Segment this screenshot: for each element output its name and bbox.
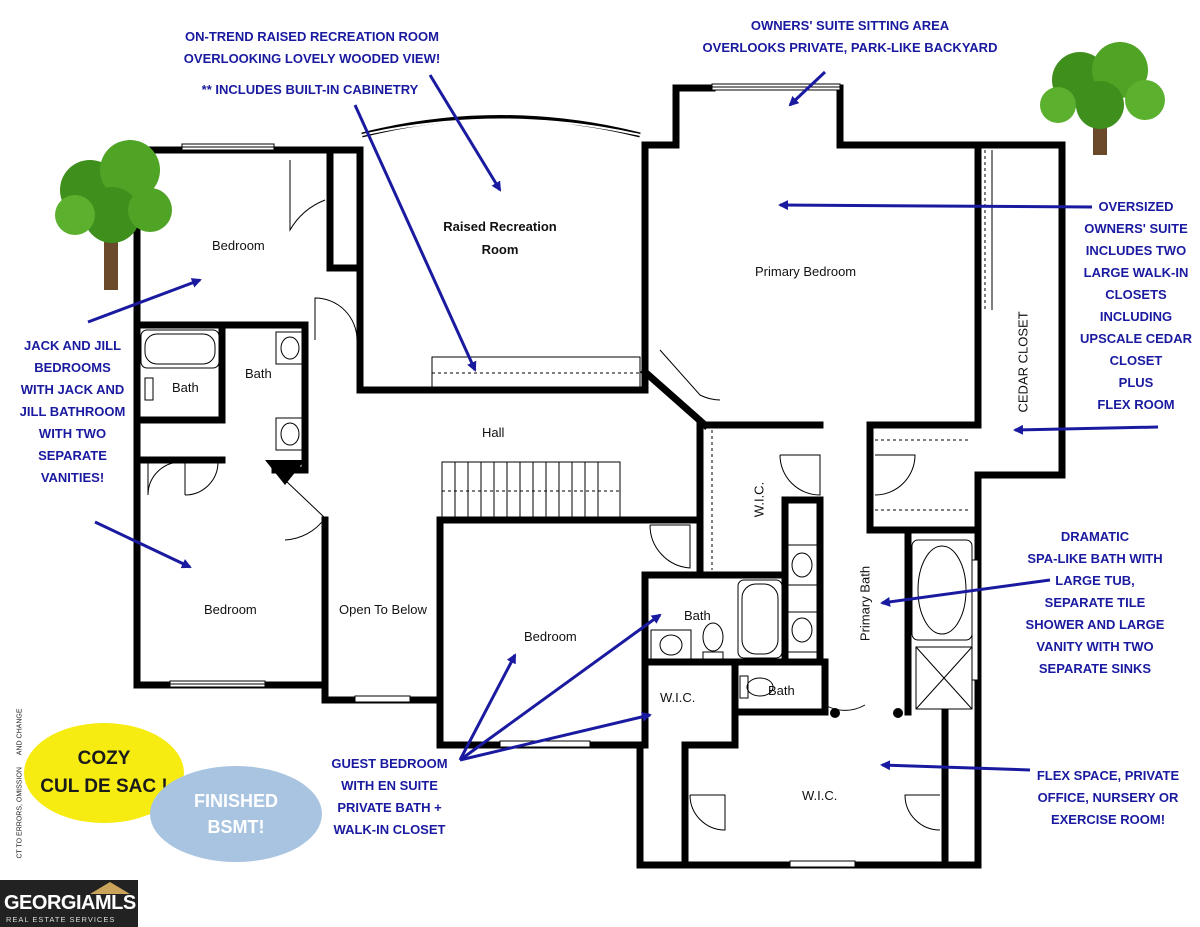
disclaimer-part: CT TO ERRORS, OMISSION	[16, 767, 24, 859]
annotation-line: LARGE TUB,	[1055, 573, 1135, 588]
room-label-bedroom-sw: Bedroom	[204, 602, 257, 617]
annotation-line: DRAMATIC	[1060, 529, 1130, 544]
recreation-line-2: Room	[481, 242, 519, 257]
annotation-line: LARGE WALK-IN	[1083, 265, 1189, 280]
annotation-line: JACK AND JILL	[23, 338, 122, 353]
room-label-wic-1: W.I.C.	[751, 481, 767, 518]
annotation-line: EXERCISE ROOM!	[1050, 812, 1166, 827]
annotation-line: CLOSETS	[1105, 287, 1167, 302]
annotation-line: FLEX SPACE, PRIVATE	[1036, 768, 1180, 783]
post-2	[893, 708, 903, 718]
annotation-line: PRIVATE BATH +	[337, 800, 442, 815]
annotation-line: INCLUDING	[1099, 309, 1173, 324]
logo-brand: GEORGIAMLS	[4, 892, 136, 914]
logo-subtitle: REAL ESTATE SERVICES	[6, 915, 116, 924]
disclaimer-part: AND CHANGE	[16, 708, 24, 756]
annotation-line: BEDROOMS	[34, 360, 111, 375]
annotation-line: SEPARATE	[38, 448, 107, 463]
disclaimer-text: CT TO ERRORS, OMISSION AND CHANGE	[17, 709, 24, 859]
room-label-wic-2: W.I.C.	[660, 690, 696, 705]
post-1	[830, 708, 840, 718]
annotation-line: WITH TWO	[38, 426, 107, 441]
annotation-line: VANITY WITH TWO	[1036, 639, 1154, 654]
annotation-line: OWNERS' SUITE	[1084, 221, 1188, 236]
georgia-mls-logo: GEORGIAMLS REAL ESTATE SERVICES	[0, 880, 138, 927]
annotation-line: OVERLOOKING LOVELY WOODED VIEW!	[183, 51, 441, 66]
annotation-line: INCLUDES TWO	[1085, 243, 1187, 258]
room-label-bedroom-nw: Bedroom	[212, 238, 265, 253]
annotation-recreation: ON-TREND RAISED RECREATION ROOM OVERLOOK…	[172, 26, 452, 70]
room-label-hall: Hall	[482, 425, 505, 440]
annotation-line: FLEX ROOM	[1097, 397, 1175, 412]
annotation-line: PLUS	[1118, 375, 1154, 390]
annotation-line: WALK-IN CLOSET	[333, 822, 446, 837]
room-label-recreation: Raised Recreation Room	[430, 215, 570, 261]
badge-line: CUL DE SAC !	[40, 776, 168, 797]
room-label-bath-2: Bath	[245, 366, 272, 381]
wall-wedge	[265, 460, 305, 485]
annotation-line: SEPARATE TILE	[1044, 595, 1146, 610]
room-label-bath-4: Bath	[768, 683, 795, 698]
room-label-primary-bedroom: Primary Bedroom	[755, 264, 857, 279]
annotation-sitting-area: OWNERS' SUITE SITTING AREA OVERLOOKS PRI…	[690, 15, 1010, 59]
tree-icon-right	[1040, 42, 1165, 155]
annotation-line: UPSCALE CEDAR	[1080, 331, 1192, 346]
annotation-arrows	[87, 70, 1159, 772]
room-label-wic-3: W.I.C.	[802, 788, 838, 803]
fixtures	[140, 83, 993, 868]
room-label-bedroom-s: Bedroom	[524, 629, 577, 644]
annotation-line: SHOWER AND LARGE	[1025, 617, 1165, 632]
annotation-flex-space: FLEX SPACE, PRIVATE OFFICE, NURSERY OR E…	[1028, 765, 1188, 831]
annotation-line: ON-TREND RAISED RECREATION ROOM	[185, 29, 439, 44]
annotation-line: GUEST BEDROOM	[331, 756, 448, 771]
annotation-line: OVERLOOKS PRIVATE, PARK-LIKE BACKYARD	[702, 40, 998, 55]
recreation-line-1: Raised Recreation	[443, 219, 557, 234]
tree-icon-left	[55, 140, 172, 290]
annotation-line: OFFICE, NURSERY OR	[1037, 790, 1179, 805]
badge-line: FINISHED	[193, 791, 278, 811]
room-label-cedar-closet: CEDAR CLOSET	[1015, 311, 1031, 413]
annotation-cabinetry: ** INCLUDES BUILT-IN CABINETRY	[201, 82, 419, 97]
badge-line: BSMT!	[207, 817, 265, 837]
annotation-spa-bath: DRAMATIC SPA-LIKE BATH WITH LARGE TUB, S…	[1010, 526, 1180, 680]
annotation-line: WITH JACK AND	[20, 382, 125, 397]
room-label-primary-bath: Primary Bath	[857, 565, 873, 642]
annotation-jack-jill: JACK AND JILL BEDROOMS WITH JACK AND JIL…	[10, 335, 135, 489]
annotation-guest-bedroom: GUEST BEDROOM WITH EN SUITE PRIVATE BATH…	[322, 753, 457, 841]
annotation-line: CLOSET	[1109, 353, 1163, 368]
room-label-bath-3: Bath	[684, 608, 711, 623]
room-label-bath-1: Bath	[172, 380, 199, 395]
badge-line: COZY	[77, 748, 131, 769]
annotation-line: VANITIES!	[40, 470, 105, 485]
annotation-line: JILL BATHROOM	[19, 404, 126, 419]
room-label-open-to-below: Open To Below	[339, 602, 427, 617]
annotation-line: OVERSIZED	[1098, 199, 1174, 214]
roof-icon	[90, 882, 130, 894]
annotation-owners-suite: OVERSIZED OWNERS' SUITE INCLUDES TWO LAR…	[1078, 196, 1194, 416]
annotation-line: OWNERS' SUITE SITTING AREA	[750, 18, 950, 33]
annotation-line: SPA-LIKE BATH WITH	[1027, 551, 1163, 566]
finished-basement-badge: FINISHED BSMT!	[150, 766, 322, 862]
annotation-line: SEPARATE SINKS	[1038, 661, 1152, 676]
annotation-line: WITH EN SUITE	[341, 778, 438, 793]
